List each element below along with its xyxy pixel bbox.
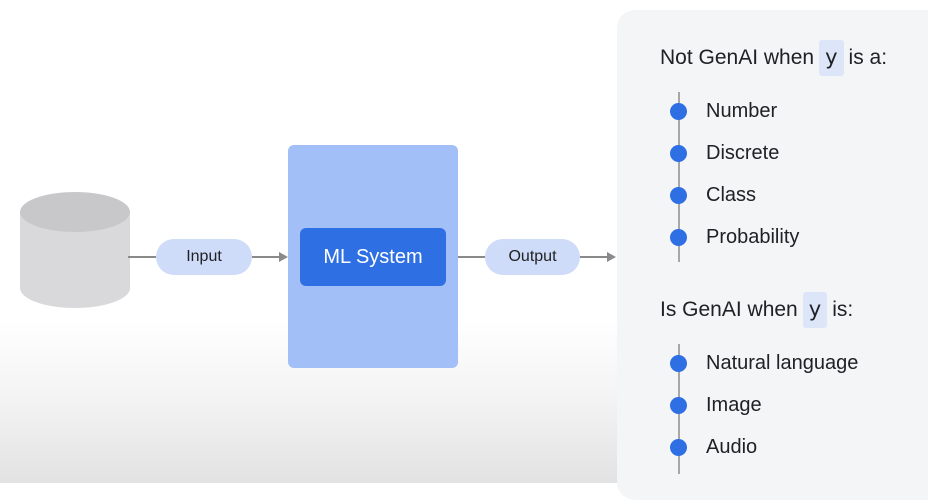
variable-y-chip: y <box>802 292 828 328</box>
is-genai-heading-suffix: is: <box>832 298 854 321</box>
arrow-input-to-ml-head <box>279 252 288 262</box>
list-item: Number <box>668 96 777 126</box>
list-item: Class <box>668 180 756 210</box>
genai-criteria-panel <box>617 10 928 500</box>
bullet-icon <box>670 438 687 456</box>
list-item-label: Class <box>706 183 757 206</box>
list-item-label: Image <box>706 393 762 416</box>
not-genai-heading-prefix: Not GenAI when <box>660 46 815 69</box>
output-label: Output <box>508 248 557 265</box>
is-genai-heading-prefix: Is GenAI when <box>660 298 798 321</box>
input-label: Input <box>186 248 222 265</box>
is-genai-heading: Is GenAI when y is: <box>660 292 853 328</box>
bullet-icon <box>670 354 687 372</box>
arrow-output-to-panel <box>580 256 608 258</box>
not-genai-timeline <box>678 92 680 262</box>
list-item-label: Discrete <box>706 141 780 164</box>
bullet-icon <box>670 102 687 120</box>
bullet-icon <box>670 186 687 204</box>
database-icon <box>20 192 130 308</box>
arrow-output-to-panel-head <box>607 252 616 262</box>
bullet-icon <box>670 396 687 414</box>
output-pill: Output <box>485 239 580 275</box>
ml-system-block: ML System <box>300 228 446 286</box>
input-pill: Input <box>156 239 252 275</box>
list-item: Image <box>668 390 762 420</box>
list-item: Audio <box>668 432 757 462</box>
not-genai-heading: Not GenAI when y is a: <box>660 40 887 76</box>
variable-y-chip: y <box>819 40 844 76</box>
list-item-label: Audio <box>706 435 758 458</box>
list-item: Natural language <box>668 348 858 378</box>
list-item-label: Natural language <box>706 351 859 374</box>
bullet-icon <box>670 144 687 162</box>
arrow-ml-to-output <box>458 256 486 258</box>
not-genai-heading-suffix: is a: <box>848 46 888 69</box>
arrow-input-to-ml <box>252 256 280 258</box>
arrow-db-to-input <box>128 256 156 258</box>
list-item: Discrete <box>668 138 779 168</box>
list-item-label: Probability <box>706 225 800 248</box>
ml-system-label: ML System <box>323 245 423 268</box>
list-item: Probability <box>668 222 799 252</box>
bullet-icon <box>670 228 687 246</box>
list-item-label: Number <box>706 99 778 122</box>
